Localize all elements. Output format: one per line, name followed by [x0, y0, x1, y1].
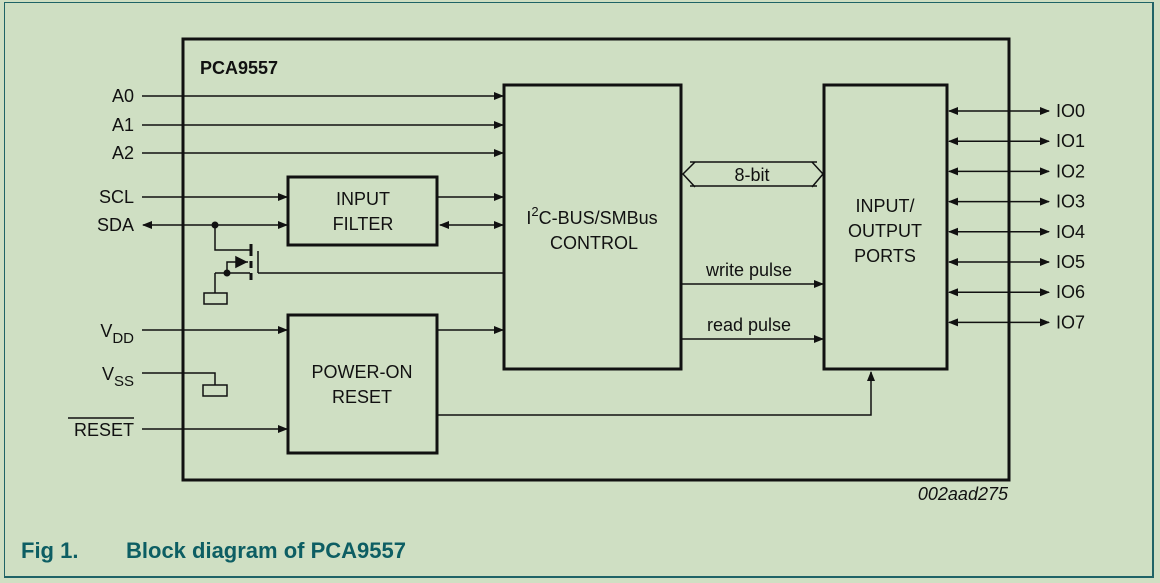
input-filter-label-2: FILTER: [333, 214, 394, 234]
io-pin-label: IO1: [1056, 131, 1085, 151]
wire-vss: [142, 372, 216, 385]
bus-control-block: [502, 83, 683, 371]
bus-width-label: 8-bit: [734, 165, 769, 185]
pin-label-scl: SCL: [99, 187, 134, 207]
bus-control-label-1: I2C-BUS/SMBus: [526, 204, 657, 228]
input-filter-block: [286, 175, 439, 247]
io-ports-label-2: OUTPUT: [848, 221, 922, 241]
ground-symbol-vss: [202, 384, 228, 397]
caption-number: Fig 1.: [21, 538, 79, 563]
pin-label-a0: A0: [112, 86, 134, 106]
io-pin-label: IO4: [1056, 222, 1085, 242]
io-pin-label: IO5: [1056, 252, 1085, 272]
wire-por-to-ports: [438, 371, 875, 416]
power-on-reset-block: [286, 313, 439, 455]
io-pin-label: IO3: [1056, 192, 1085, 212]
pin-label-reset: RESET: [74, 420, 134, 440]
io-ports-block: [822, 83, 949, 371]
transistor-junction: [223, 269, 231, 277]
sda-transistor: [214, 225, 504, 293]
pin-label-a1: A1: [112, 115, 134, 135]
io-pin-label: IO0: [1056, 101, 1085, 121]
bus-8bit: [681, 161, 824, 188]
io-pin-label: IO7: [1056, 312, 1085, 332]
pin-label-vss: VSS: [102, 364, 134, 390]
bus-control-label-2: CONTROL: [550, 233, 638, 253]
por-label-2: RESET: [332, 387, 392, 407]
io-pin-label: IO6: [1056, 282, 1085, 302]
pin-label-sda: SDA: [97, 215, 134, 235]
caption-title: Block diagram of PCA9557: [126, 538, 406, 563]
io-ports-label-3: PORTS: [854, 246, 916, 266]
figure-id: 002aad275: [918, 484, 1009, 504]
read-pulse-label: read pulse: [707, 315, 791, 335]
por-label-1: POWER-ON: [312, 362, 413, 382]
chip-name: PCA9557: [200, 58, 278, 78]
write-pulse-label: write pulse: [705, 260, 792, 280]
ground-symbol-sda: [203, 292, 228, 305]
input-filter-label-1: INPUT: [336, 189, 390, 209]
io-ports-label-1: INPUT/: [855, 196, 914, 216]
pin-label-vdd: VDD: [100, 321, 134, 347]
io-pin-label: IO2: [1056, 161, 1085, 181]
pin-label-a2: A2: [112, 143, 134, 163]
figure-frame: [4, 2, 1154, 578]
